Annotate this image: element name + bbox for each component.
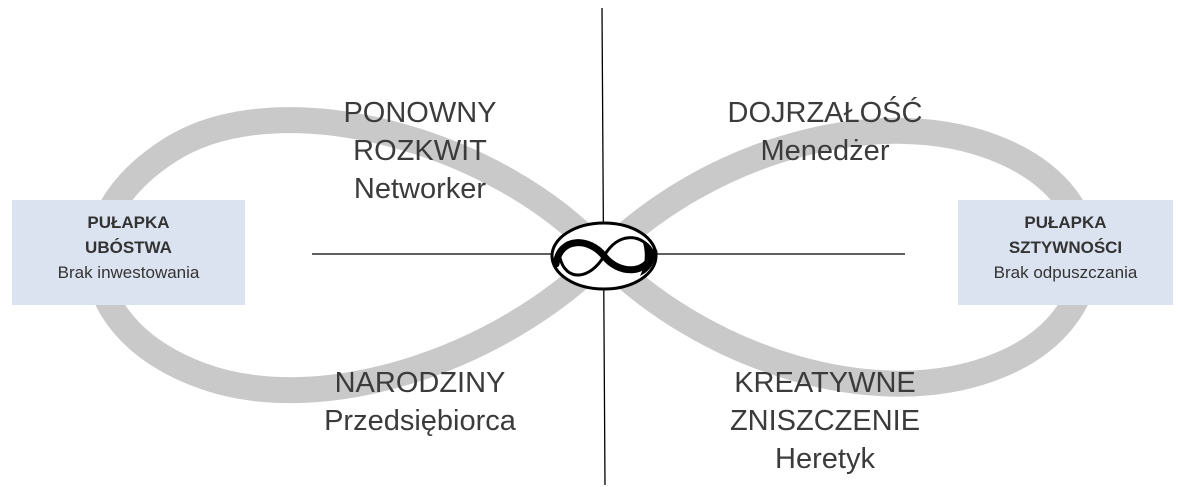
quadrant-top-left-role: Networker xyxy=(353,173,487,205)
trap-right-title-line1: PUŁAPKA xyxy=(1024,213,1107,232)
trap-right-title-line2: SZTYWNOŚCI xyxy=(1008,238,1123,257)
quadrant-bottom-right-line1: KREATYWNE xyxy=(734,367,916,399)
quadrant-top-right: DOJRZAŁOŚĆ Menedżer xyxy=(720,94,930,170)
quadrant-top-right-line1: DOJRZAŁOŚĆ xyxy=(727,97,923,129)
quadrant-top-right-role: Menedżer xyxy=(760,135,890,167)
quadrant-bottom-right: KREATYWNE ZNISZCZENIE Heretyk xyxy=(720,364,930,478)
quadrant-bottom-left-role: Przedsiębiorca xyxy=(324,405,516,437)
quadrant-bottom-right-line2: ZNISZCZENIE xyxy=(729,405,921,437)
trap-box-right: PUŁAPKA SZTYWNOŚCI Brak odpuszczania xyxy=(958,200,1173,305)
infinity-icon xyxy=(550,221,658,291)
quadrant-top-left-line1: PONOWNY xyxy=(343,97,497,129)
quadrant-bottom-left-line1: NARODZINY xyxy=(334,367,506,399)
trap-left-subtitle: Brak inwestowania xyxy=(57,263,200,282)
quadrant-bottom-right-role: Heretyk xyxy=(775,443,875,475)
trap-right-subtitle: Brak odpuszczania xyxy=(993,263,1138,282)
quadrant-top-left-line2: ROZKWIT xyxy=(353,135,487,167)
trap-left-title-line1: PUŁAPKA xyxy=(87,213,170,232)
trap-left-title-line2: UBÓSTWA xyxy=(85,238,172,257)
quadrant-bottom-left: NARODZINY Przedsiębiorca xyxy=(300,364,540,440)
quadrant-top-left: PONOWNY ROZKWIT Networker xyxy=(320,94,520,208)
trap-box-left: PUŁAPKA UBÓSTWA Brak inwestowania xyxy=(12,200,245,305)
